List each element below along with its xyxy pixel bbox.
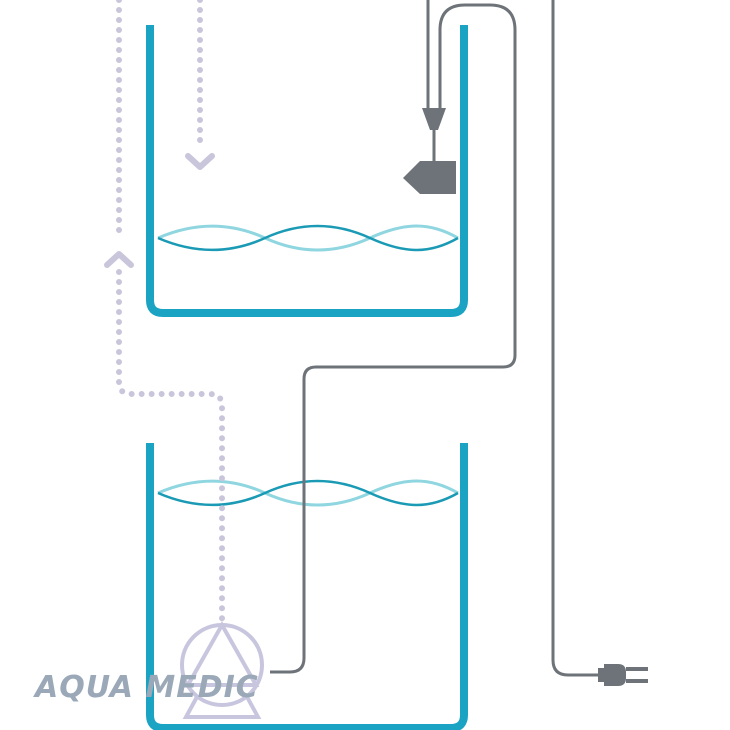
upper-water-wave-dark bbox=[157, 224, 459, 252]
sensor-cone bbox=[422, 108, 446, 130]
pump-cable bbox=[270, 3, 517, 674]
supply-flow-arrow-up bbox=[104, 251, 134, 268]
brand-logo: AQUA MEDIC bbox=[33, 670, 259, 705]
upper-tank bbox=[146, 25, 468, 317]
power-plug-icon bbox=[598, 664, 648, 686]
return-flow-arrow-down bbox=[185, 153, 215, 170]
pump-icon bbox=[180, 620, 264, 719]
power-cable bbox=[551, 0, 600, 677]
upper-water-wave-light bbox=[157, 224, 459, 252]
lower-water-wave-light bbox=[157, 479, 459, 507]
level-sensor bbox=[403, 161, 456, 194]
lower-tank bbox=[146, 443, 468, 730]
flow-path-supply bbox=[116, 269, 225, 625]
lower-water-wave-dark bbox=[157, 479, 459, 507]
